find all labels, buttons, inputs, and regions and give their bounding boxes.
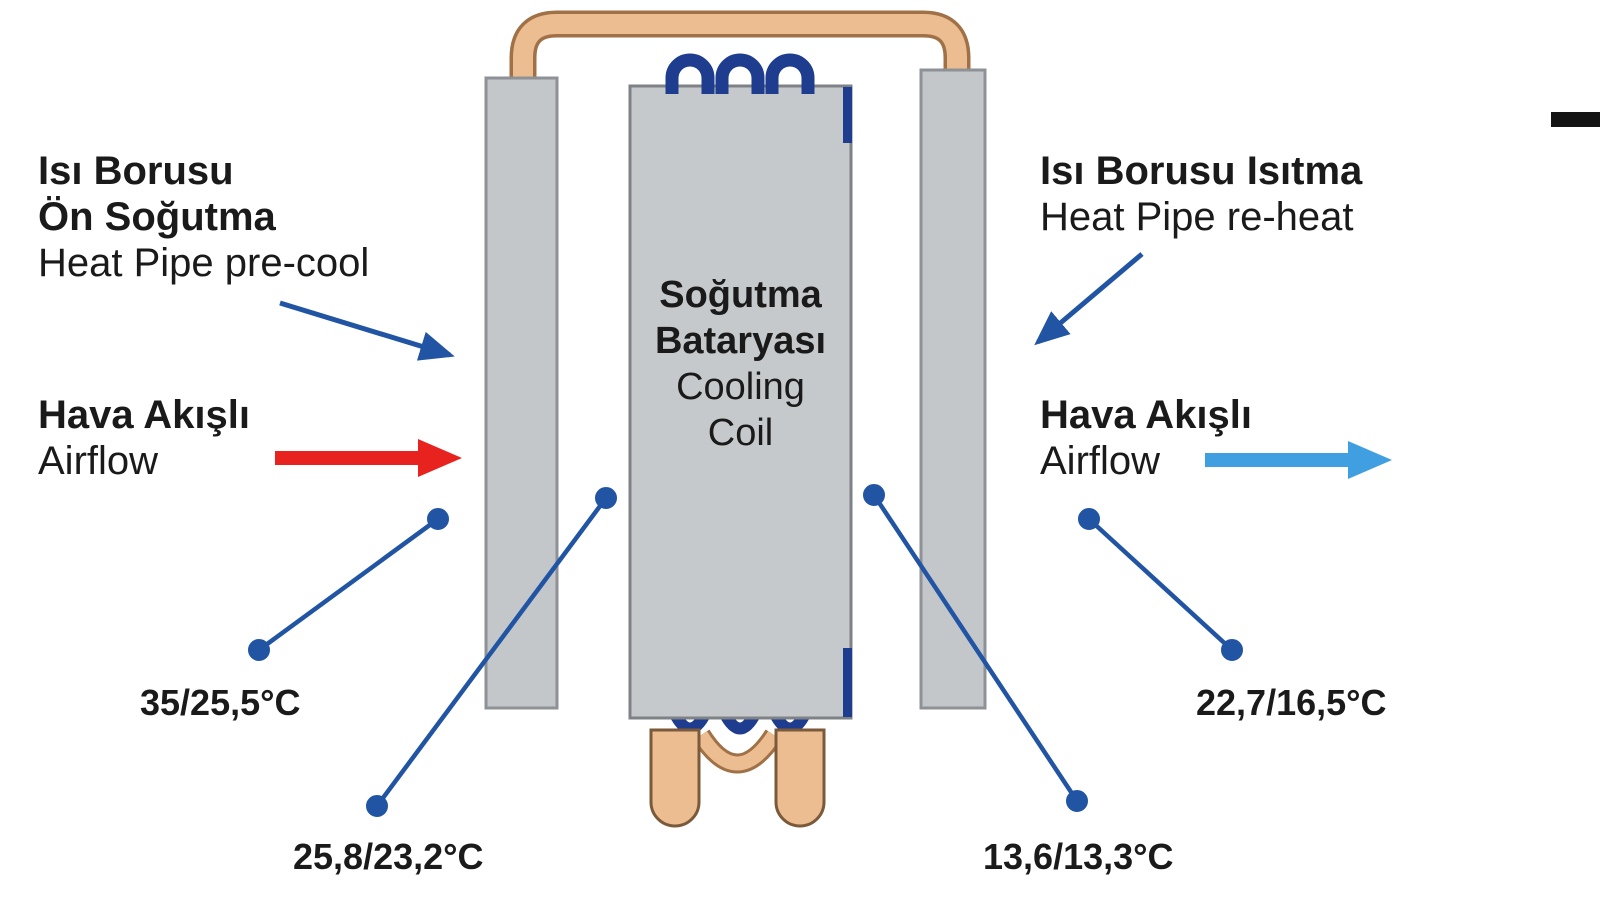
callout-line [1087, 517, 1234, 652]
airflow-in-label-en: Airflow [38, 439, 159, 483]
airflow-in-arrow [275, 439, 462, 477]
coil-loop [715, 53, 765, 94]
coil-header-strip-bottom [843, 648, 852, 717]
airflow-in-label-tr: Hava Akışlı [38, 393, 250, 437]
airflow-out-label-tr: Hava Akışlı [1040, 393, 1252, 437]
precool-label-line3: Heat Pipe pre-cool [38, 241, 370, 285]
cooling-coil-body [628, 84, 853, 720]
callout-dot [1078, 508, 1100, 530]
temp-inlet-label: 35/25,5°C [140, 682, 301, 723]
heat-pipe-connector-tube [513, 14, 967, 92]
cooling-coil-label-line4: Coil [707, 412, 774, 454]
refrigerant-pipe [774, 728, 826, 828]
refrigerant-bend [695, 731, 780, 771]
callout-line [375, 496, 608, 808]
reheat-heat-pipe-panel [919, 68, 987, 710]
callout-dot [248, 639, 270, 661]
callout-line [257, 517, 440, 652]
edge-mark [1551, 112, 1600, 127]
precool-label: Isı Borusu Ön Soğutma Heat Pipe pre-cool [38, 148, 369, 286]
reheat-label-en: Heat Pipe re-heat [1040, 195, 1354, 239]
reheat-label-tr: Isı Borusu Isıtma [1040, 149, 1363, 193]
coil-bottom-pipes [649, 728, 826, 828]
cooling-coil-label-line3: Cooling [676, 366, 805, 408]
precool-label-line2: Ön Soğutma [38, 195, 276, 239]
refrigerant-pipe [649, 728, 701, 828]
callout-dot [1221, 639, 1243, 661]
temp-outlet-label: 22,7/16,5°C [1196, 682, 1387, 723]
precool-pointer-arrow [279, 300, 455, 361]
coil-header-strip-top [843, 87, 852, 143]
reheat-label: Isı Borusu Isıtma Heat Pipe re-heat [1040, 148, 1362, 240]
temperature-callouts [248, 484, 1243, 817]
airflow-out-arrow [1205, 441, 1392, 479]
cooling-coil-label: Soğutma Bataryası Cooling Coil [630, 272, 851, 456]
airflow-out-label: Hava Akışlı Airflow [1040, 392, 1252, 484]
precool-label-line1: Isı Borusu [38, 149, 234, 193]
cooling-coil-label-line1: Soğutma [659, 274, 822, 316]
airflow-in-label: Hava Akışlı Airflow [38, 392, 250, 484]
callout-dot [863, 484, 885, 506]
callout-dot [427, 508, 449, 530]
temp-after-precool-label: 25,8/23,2°C [293, 836, 484, 877]
temp-after-coil-label: 13,6/13,3°C [983, 836, 1174, 877]
heat-pipe-connector [509, 10, 971, 92]
reheat-pointer-arrow [1034, 252, 1144, 346]
airflow-out-label-en: Airflow [1040, 439, 1161, 483]
callout-dot [366, 795, 388, 817]
cooling-coil-label-line2: Bataryası [654, 320, 827, 362]
precool-heat-pipe-panel [484, 76, 559, 710]
callout-dot [1066, 790, 1088, 812]
coil-top-loops [665, 53, 815, 94]
callout-line [872, 493, 1079, 803]
coil-loop [665, 53, 715, 94]
coil-loop [765, 53, 815, 94]
callout-dot [595, 487, 617, 509]
